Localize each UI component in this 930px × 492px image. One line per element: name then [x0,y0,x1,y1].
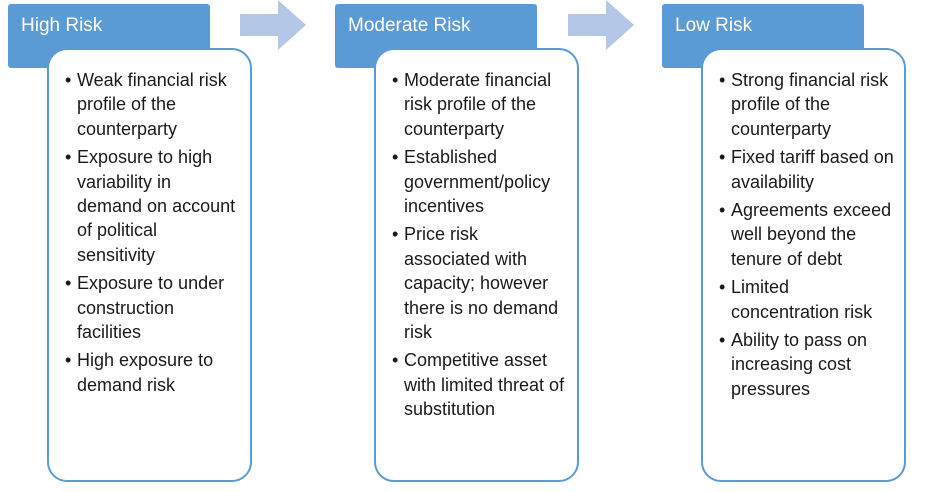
list-item: Fixed tariff based on availability [705,145,894,194]
list-item: Ability to pass on increasing cost press… [705,328,894,401]
stage-box-low-risk: Strong financial risk profile of the cou… [701,48,906,482]
stage-item-list: Weak financial risk profile of the count… [51,68,240,397]
list-item: Weak financial risk profile of the count… [51,68,240,141]
stage-title: High Risk [21,15,103,36]
stage-item-list: Moderate financial risk profile of the c… [378,68,567,422]
list-item: Established government/policy incentives [378,145,567,218]
flow-arrow-icon [240,0,306,50]
list-item: Price risk associated with capacity; how… [378,222,567,344]
stage-box-high-risk: Weak financial risk profile of the count… [47,48,252,482]
list-item: Exposure to under construction facilitie… [51,271,240,344]
stage-title: Low Risk [675,15,753,36]
list-item: Exposure to high variability in demand o… [51,145,240,267]
list-item: High exposure to demand risk [51,348,240,397]
list-item: Limited concentration risk [705,275,894,324]
list-item: Competitive asset with limited threat of… [378,348,567,421]
list-item: Agreements exceed well beyond the tenure… [705,198,894,271]
stage-title: Moderate Risk [348,15,471,36]
list-item: Strong financial risk profile of the cou… [705,68,894,141]
list-item: Moderate financial risk profile of the c… [378,68,567,141]
flow-arrow-icon [568,0,634,50]
stage-item-list: Strong financial risk profile of the cou… [705,68,894,401]
stage-box-moderate-risk: Moderate financial risk profile of the c… [374,48,579,482]
